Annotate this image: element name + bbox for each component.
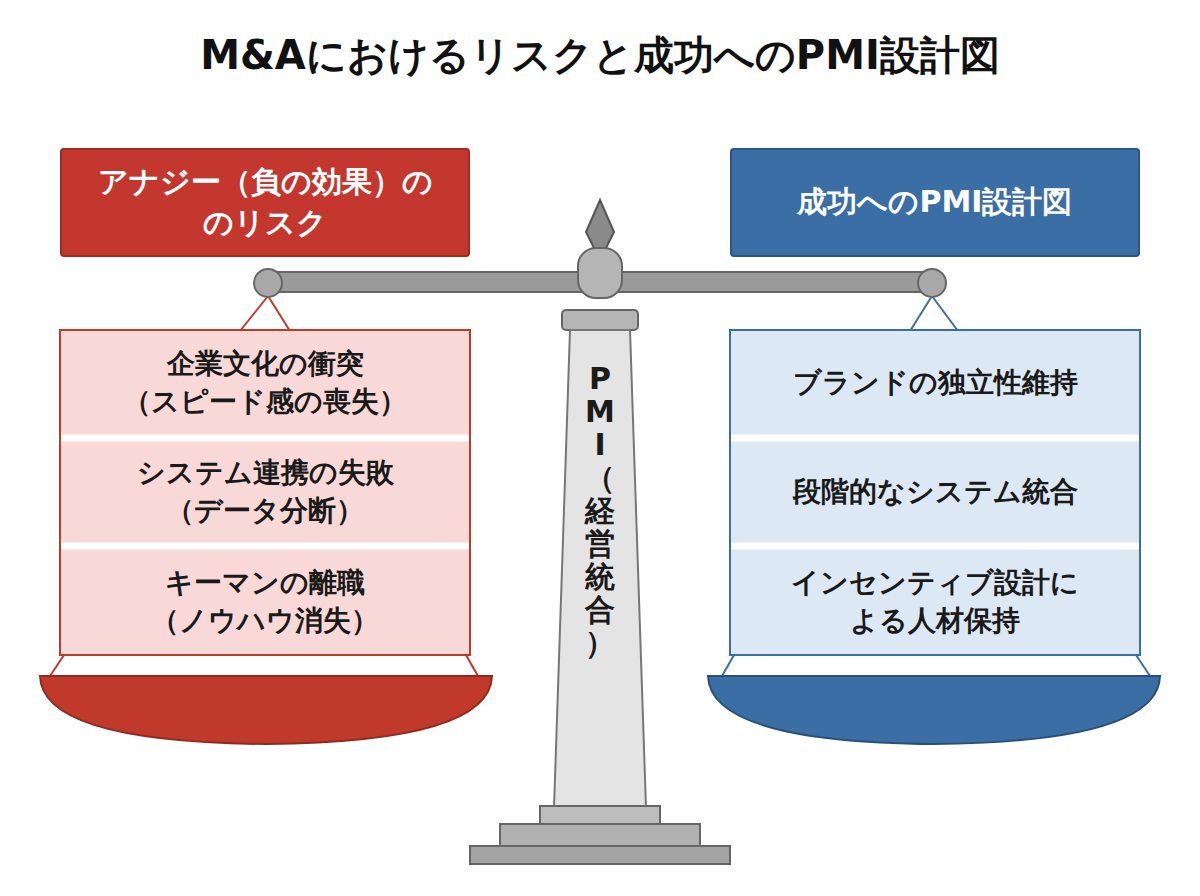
risk-item: システム連携の失敗 （データ分断） xyxy=(62,442,468,542)
right-strings xyxy=(722,296,1150,676)
success-item: 段階的なシステム統合 xyxy=(732,442,1138,542)
node-text: 段階的なシステム統合 xyxy=(793,473,1078,511)
finial xyxy=(586,200,614,248)
pillar xyxy=(554,330,646,808)
risk-item: 企業文化の衝突 （スピード感の喪失） xyxy=(62,332,468,434)
title: M&Aにおけるリスクと成功へのPMI設計図 xyxy=(0,28,1200,83)
node-text: 企業文化の衝突 （スピード感の喪失） xyxy=(76,345,454,421)
beam-knob xyxy=(254,269,282,297)
left-panel xyxy=(60,330,470,655)
risk-item: キーマンの離職 （ノウハウ消失） xyxy=(62,550,468,653)
node-text: キーマンの離職 （ノウハウ消失） xyxy=(76,564,454,640)
pillar-collar xyxy=(562,310,638,330)
node-text: PMI（経営統合） xyxy=(585,362,615,659)
divider xyxy=(61,435,469,442)
divider xyxy=(731,435,1139,442)
right-pan xyxy=(708,676,1160,744)
success-item: インセンティブ設計に よる人材保持 xyxy=(732,550,1138,653)
node-text: 成功へのPMI設計図 xyxy=(797,182,1072,223)
divider xyxy=(61,543,469,550)
success-header: 成功へのPMI設計図 xyxy=(730,148,1140,257)
risk-header: アナジー（負の効果）の のリスク xyxy=(60,148,470,257)
node-text: アナジー（負の効果）の のリスク xyxy=(76,162,454,243)
left-strings xyxy=(50,296,478,676)
success-item: ブランドの独立性維持 xyxy=(732,332,1138,434)
pillar-label: PMI（経営統合） xyxy=(565,345,635,675)
base-step xyxy=(500,824,700,846)
node-text: インセンティブ設計に よる人材保持 xyxy=(746,564,1124,640)
left-pan xyxy=(40,676,492,744)
pillar-cap xyxy=(578,248,622,298)
node-text: ブランドの独立性維持 xyxy=(793,364,1078,402)
base-step xyxy=(540,806,660,824)
right-panel xyxy=(730,330,1140,655)
divider xyxy=(731,543,1139,550)
node-text: システム連携の失敗 （データ分断） xyxy=(76,454,454,530)
beam-knob xyxy=(918,269,946,297)
base-step xyxy=(470,846,730,864)
